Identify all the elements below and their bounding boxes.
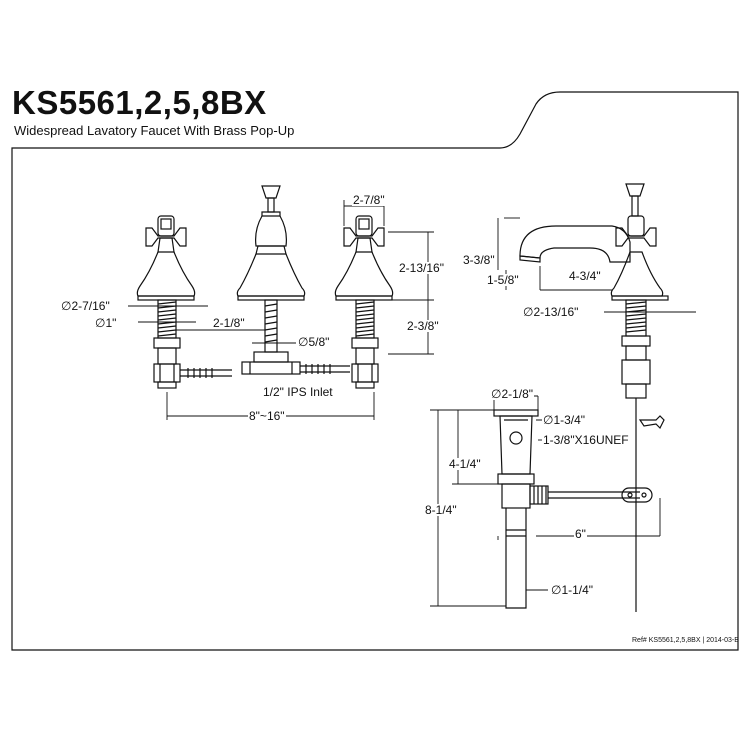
dim-handle-width: 2-7/8" — [352, 193, 386, 207]
dim-spout-height: 3-3/8" — [462, 253, 496, 267]
sheet-border — [11, 91, 739, 651]
center-spout-valve — [236, 185, 350, 375]
dim-popup-body-length: 4-1/4" — [448, 457, 482, 471]
dim-spout-clearance: 1-5/8" — [486, 273, 520, 287]
dim-lift-rod-length: 6" — [574, 527, 587, 541]
side-view-dimension-lines — [497, 217, 696, 313]
dim-popup-body-dia: ∅1-3/4" — [542, 413, 587, 427]
model-number: KS5561,2,5,8BX — [12, 84, 267, 121]
dim-handle-flange-dia: ∅2-7/16" — [60, 299, 111, 313]
reference-code: Ref# KS5561,2,5,8BX | 2014-03-B — [632, 637, 739, 644]
dim-spread: 8"~16" — [248, 409, 286, 423]
dim-handle-height: 2-13/16" — [398, 261, 445, 275]
dim-spout-valve-spacing: 2-1/8" — [212, 316, 246, 330]
dim-inlet-label: 1/2" IPS Inlet — [262, 385, 334, 399]
dim-tailpiece-dia: ∅1-1/4" — [550, 583, 595, 597]
side-view-spout — [519, 183, 669, 612]
dim-popup-flange-dia: ∅2-1/8" — [490, 387, 535, 401]
product-description: Widespread Lavatory Faucet With Brass Po… — [14, 123, 295, 138]
dim-inlet-dia: ∅5/8" — [297, 335, 331, 349]
dim-spout-base-dia: ∅2-13/16" — [522, 305, 580, 319]
dim-popup-thread: 1-3/8"X16UNEF — [542, 433, 630, 447]
dim-popup-total-length: 8-1/4" — [424, 503, 458, 517]
right-handle-valve — [334, 215, 394, 389]
dim-spout-reach: 4-3/4" — [568, 269, 602, 283]
popup-drain — [493, 409, 653, 609]
dim-shank-dia: ∅1" — [94, 316, 118, 330]
left-handle-valve — [136, 215, 232, 389]
dim-shank-length: 2-3/8" — [406, 319, 440, 333]
